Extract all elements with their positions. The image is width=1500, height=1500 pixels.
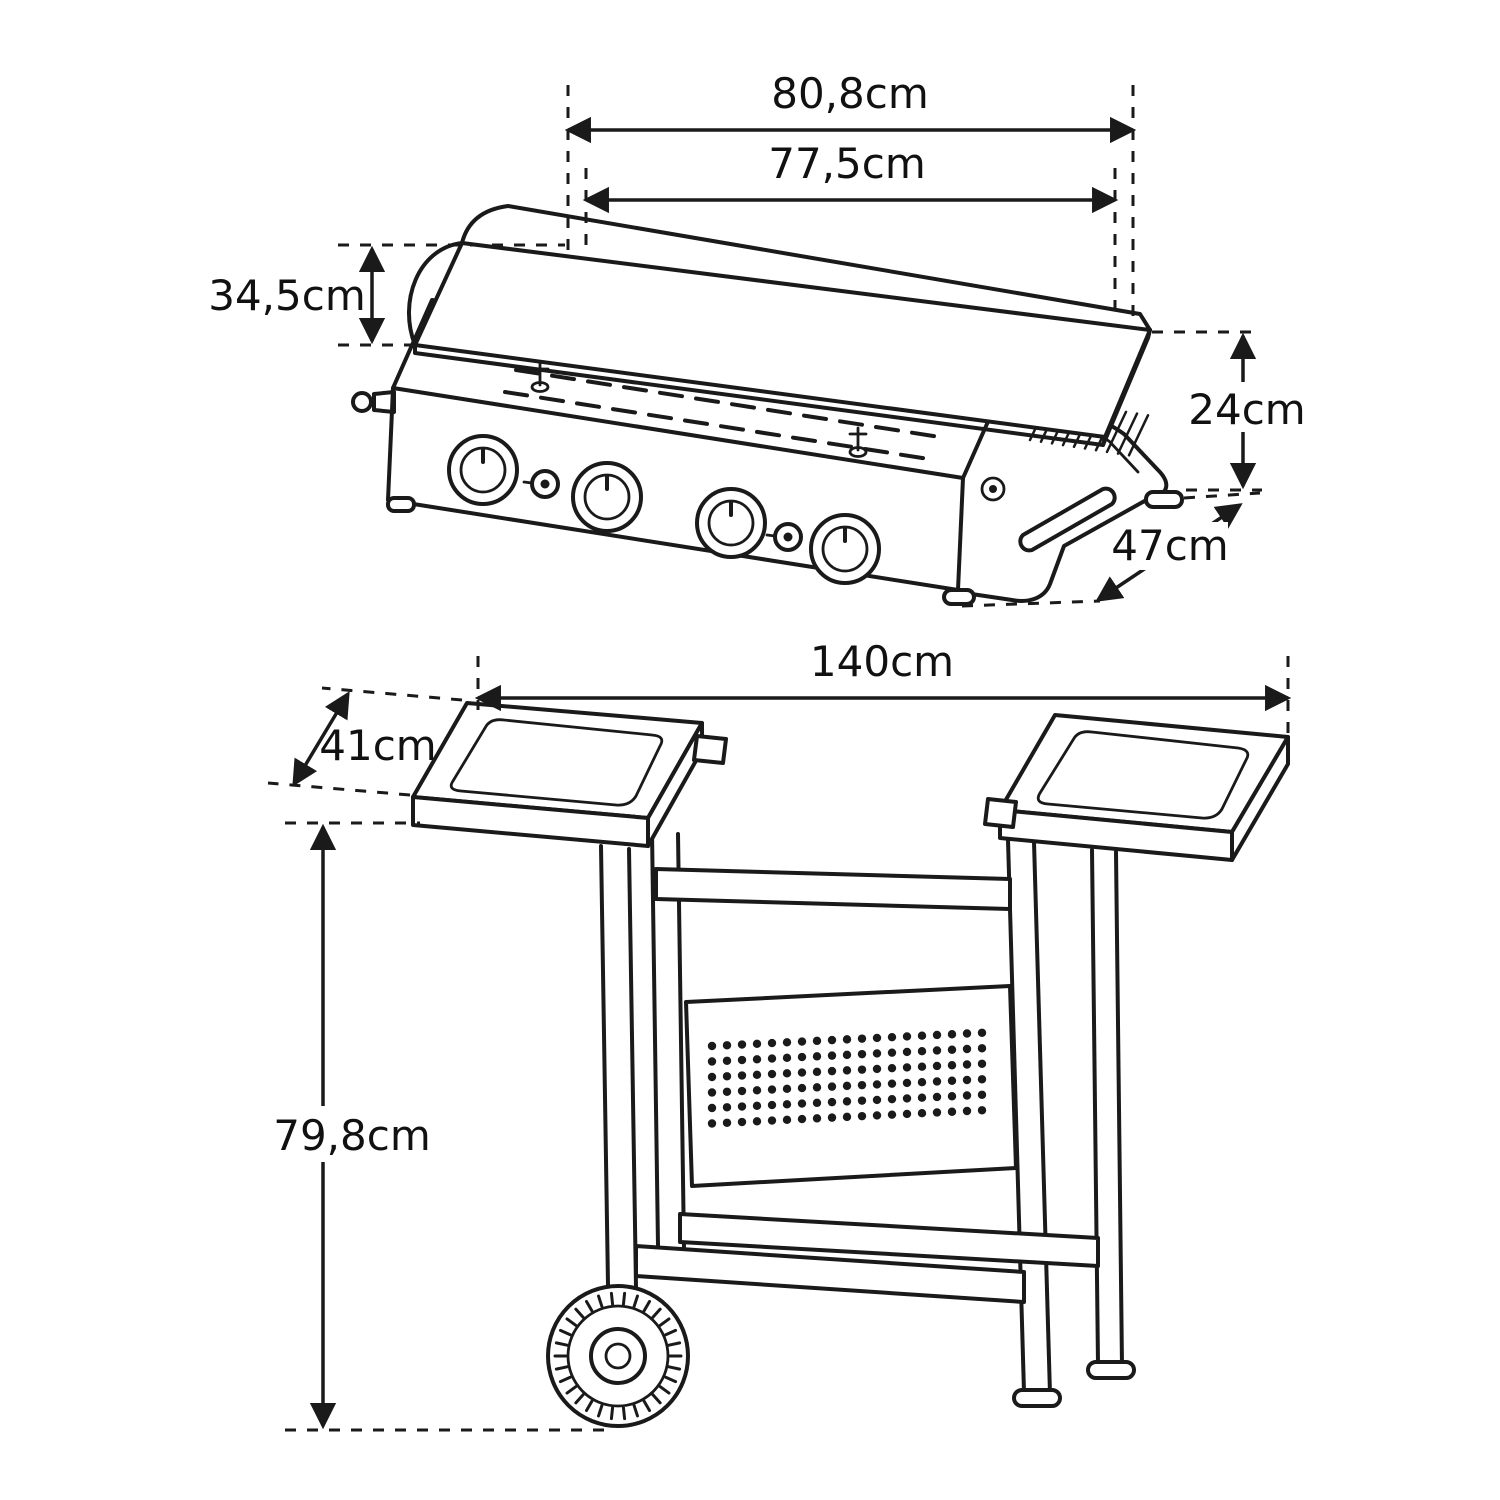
griddle-foot-front-left [386,496,416,513]
griddle-side-panel-lower [956,496,1152,603]
burner-knob-4 [809,513,881,585]
cart-wheel [546,1284,690,1428]
right-side-shelf [983,713,1290,862]
piezo-igniter-button [980,476,1006,502]
body-height-dimension-label: 24cm [1188,385,1305,434]
plate-silhouette [413,204,1152,439]
outer-width-dimension-label: 80,8cm [771,69,929,118]
right-shelf-bracket [983,797,1018,829]
cart-foot-back-right [1086,1360,1136,1380]
plate-width-dimension-label: 77,5cm [768,139,926,188]
panel-perforation-dots [707,1028,987,1128]
left-shelf-inner-line [449,718,664,807]
left-side-shelf [411,701,728,848]
plate-back-edge [460,241,1152,332]
griddle-drawing [351,204,1184,606]
depth-dimension-label: 47cm [1111,521,1228,570]
griddle-plate [406,204,1152,447]
shelf-depth-dimension-line [292,691,350,787]
burner-knob-1 [447,434,519,506]
side-handle-slot [1018,486,1117,553]
left-shelf-bracket [692,734,728,765]
wheel-tread-ticks [553,1291,683,1421]
griddle-dimensions: 80,8cm 77,5cm 34,5cm 24cm 47cm [208,69,1306,608]
plate-left-rim-curve [406,241,464,347]
shelf-depth-dimension-label: 41cm [319,721,436,770]
gas-inlet [351,390,396,414]
right-shelf-inner-line [1036,730,1250,820]
griddle-foot-front-right [942,588,976,606]
cart-drawing [411,701,1290,1428]
cart-height-dimension-label: 79,8cm [273,1111,431,1160]
cart-dimensions: 140cm 41cm 79,8cm [267,637,1292,1432]
cart-crossbar [654,867,1012,911]
cart-width-dimension-label: 140cm [810,637,954,686]
griddle-foot-back-right [1144,490,1184,509]
vent-slots [503,368,936,461]
burner-knob-3 [695,487,767,559]
plate-height-dimension-label: 34,5cm [208,271,366,320]
griddle-front-panel [386,386,965,592]
igniter-knob-2 [765,522,803,552]
igniter-knob-1 [522,469,560,499]
piezo-igniter-dot [989,485,997,493]
cart-bottom-rail-front [634,1244,1026,1304]
cart-foot-front-right [1012,1388,1062,1408]
burner-jet-right [848,426,868,458]
burner-knob-2 [571,461,643,533]
cart-bottom-rail-back [678,1212,1100,1268]
